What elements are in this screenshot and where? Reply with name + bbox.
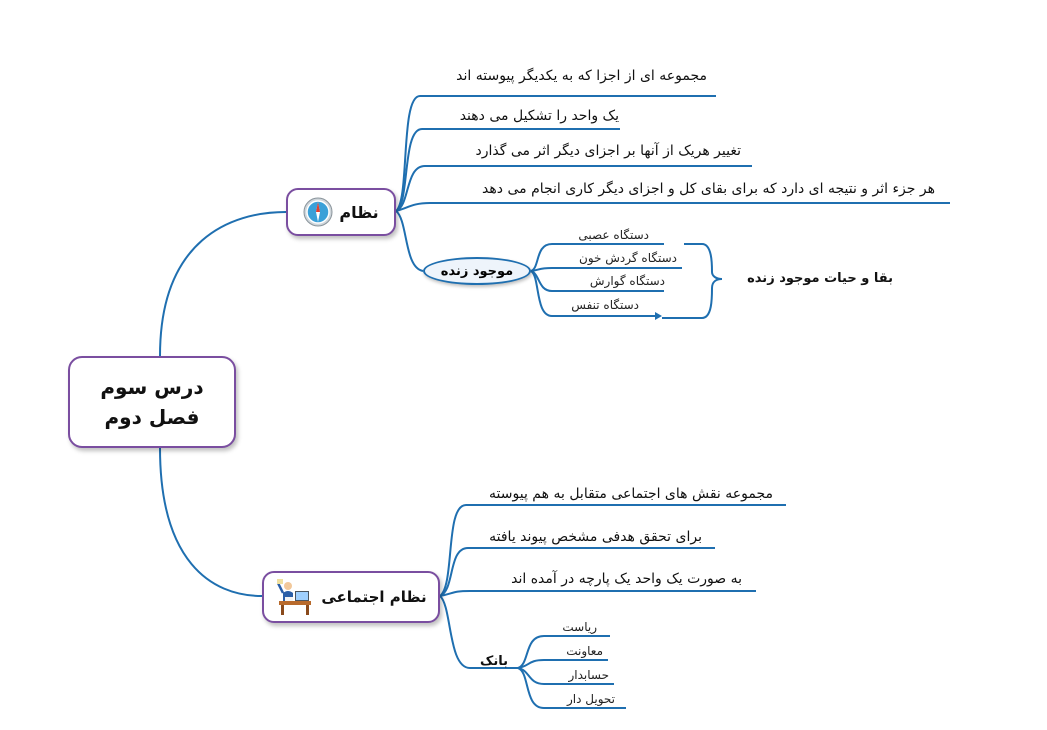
link-nezam-living [395,210,424,272]
arrow-head [655,312,662,320]
nezam-branch-2: یک واحد را تشکیل می دهند [459,108,619,124]
topic-living-being[interactable]: موجود زنده [423,257,531,285]
link-social-b3 [439,590,756,597]
link-living-s2 [530,267,682,272]
link-social-b2 [439,547,715,597]
living-system-1: دستگاه عصبی [578,228,649,242]
link-nezam-b1 [395,95,716,212]
social-branch-3: به صورت یک واحد یک پارچه در آمده اند [511,571,742,587]
office-worker-icon [277,579,312,615]
link-nezam-b3 [395,165,752,212]
topic-social-label: نظام اجتماعی [321,588,427,606]
central-line-2: فصل دوم [104,405,200,429]
link-nezam-b4 [395,202,950,212]
nezam-branch-1: مجموعه ای از اجزا که به یکدیگر پیوسته ان… [456,68,707,84]
compass-icon [303,197,333,227]
topic-nezam-label: نظام [339,202,379,222]
social-branch-2: برای تحقق هدفی مشخص پیوند یافته [489,529,702,545]
link-center-social [159,447,263,597]
link-social-bank [439,595,518,669]
link-bank-r4 [517,667,626,709]
nezam-branch-3: تغییر هریک از آنها بر اجزای دیگر اثر می … [475,143,741,159]
central-topic[interactable]: درس سوم فصل دوم [68,356,236,448]
social-branch-1: مجموعه نقش های اجتماعی متقابل به هم پیوس… [489,486,773,502]
link-bank-r1 [517,635,610,669]
bank-role-3: حسابدار [568,668,609,682]
bank-role-4: تحویل دار [567,692,615,706]
nezam-branch-4: هر جزء اثر و نتیجه ای دارد که برای بقای … [482,181,935,197]
bank-role-1: ریاست [562,620,597,634]
link-living-s4 [530,270,655,317]
topic-bank[interactable]: بانک [480,654,508,669]
link-nezam-b2 [395,128,620,212]
link-bank-r2 [517,659,608,669]
living-summary: بقا و حیات موجود زنده [747,271,893,286]
topic-nezam[interactable]: نظام [286,188,396,236]
link-social-b1 [439,504,786,597]
living-system-4: دستگاه تنفس [571,298,639,312]
living-system-2: دستگاه گردش خون [579,251,677,265]
link-center-nezam [159,211,287,357]
topic-social-system[interactable]: نظام اجتماعی [262,571,440,623]
summary-brace [662,243,723,319]
bank-role-2: معاونت [566,644,603,658]
living-system-3: دستگاه گوارش [589,274,665,288]
living-being-label: موجود زنده [440,263,514,279]
link-living-s1 [530,243,664,272]
central-line-1: درس سوم [100,375,204,399]
